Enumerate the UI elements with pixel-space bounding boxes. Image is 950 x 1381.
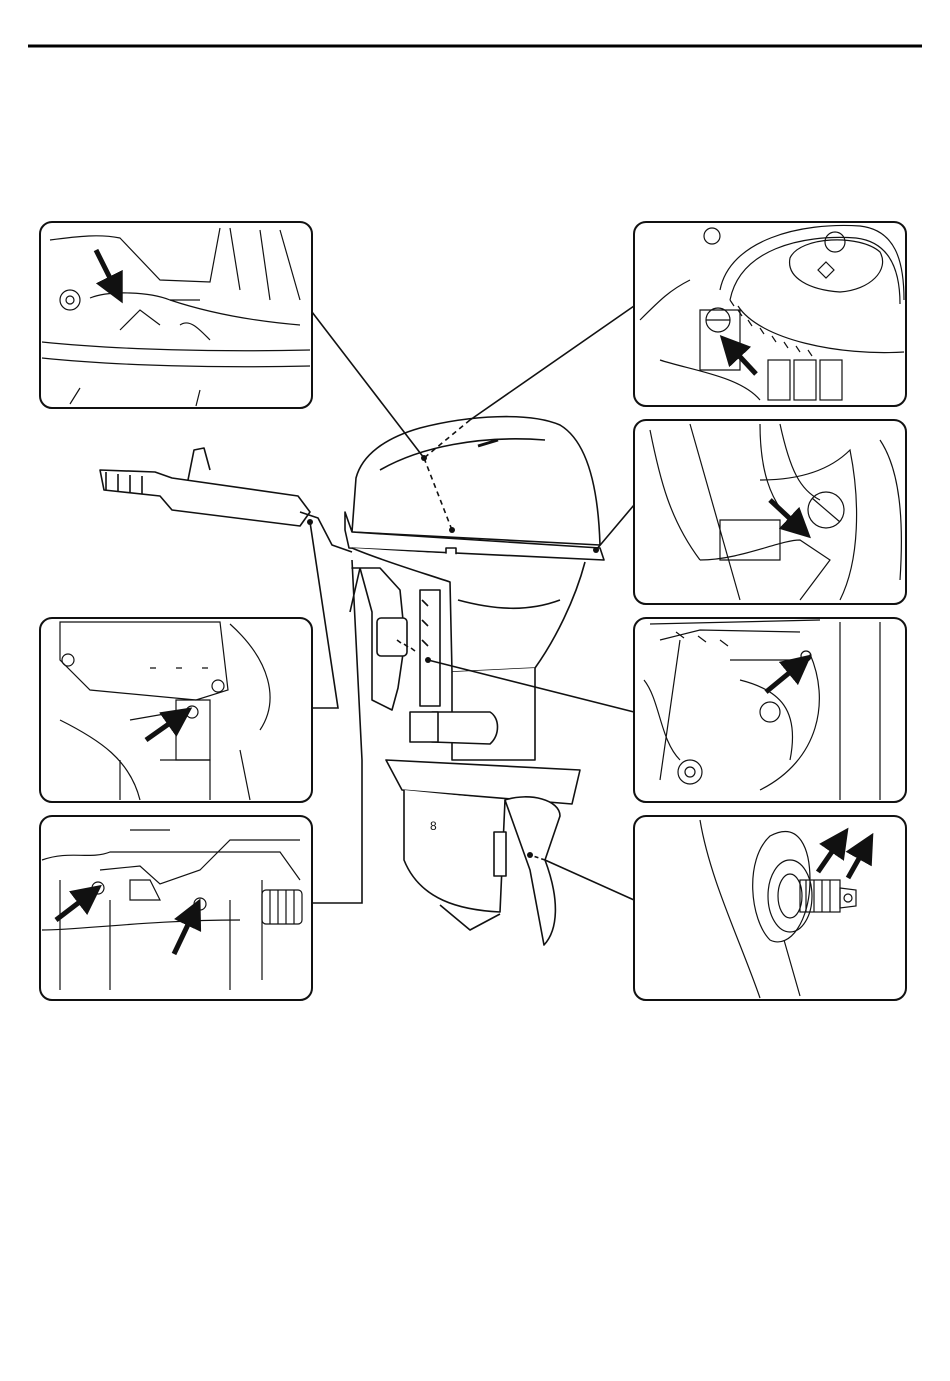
- detail-panel-top-left: [40, 222, 312, 408]
- lower-unit-mark: 8: [430, 819, 437, 833]
- detail-panel-right-2: [634, 420, 906, 604]
- detail-panel-middle-left: [40, 618, 312, 802]
- detail-panel-bottom-right: [634, 816, 906, 1000]
- detail-panel-right-3: [634, 618, 906, 802]
- detail-panel-top-right: [634, 222, 906, 406]
- detail-panel-bottom-left: [40, 816, 312, 1000]
